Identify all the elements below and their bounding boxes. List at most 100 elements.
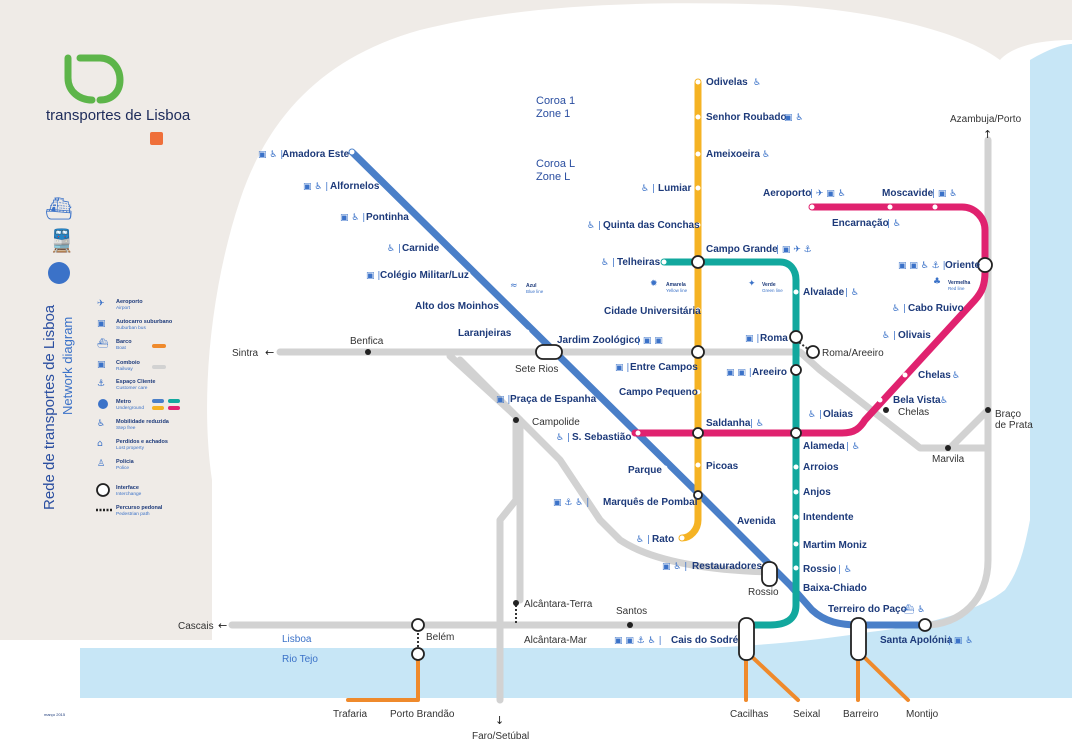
zone-coroaL: Coroa L xyxy=(536,158,575,170)
bus-icon: ▣ ♿ | xyxy=(258,150,283,160)
wheelchair-icon: | ♿ xyxy=(750,419,764,429)
interchange-roma-areeiro xyxy=(806,345,820,359)
metro-line-yellow[interactable] xyxy=(678,78,702,542)
label-baixa-chiado: Baixa-Chiado xyxy=(803,583,867,594)
label-aeroporto: Aeroporto xyxy=(763,188,811,199)
label-trafaria: Trafaria xyxy=(333,709,368,720)
label-marvila: Marvila xyxy=(932,454,965,465)
legend-train-icon: ▣ xyxy=(97,360,106,370)
wheelchair-icon: ♿ | xyxy=(636,535,650,545)
airplane-icon: | ✈ ▣ ♿ xyxy=(810,189,846,199)
label-rossio: Rossio xyxy=(803,564,836,575)
label-roma: Roma xyxy=(760,333,788,344)
interchanges[interactable] xyxy=(411,255,993,661)
legend-label-7: Perdidos e achados xyxy=(116,439,168,445)
metro-m-icon xyxy=(150,132,163,145)
label-bela-vista: Bela Vista xyxy=(893,395,941,406)
label-oriente: Oriente xyxy=(945,260,980,271)
interchange-alameda xyxy=(790,427,802,439)
metro-line-red[interactable] xyxy=(631,203,989,437)
legend: ✈ Aeroporto Airport ▣ Autocarro suburban… xyxy=(96,299,180,517)
legend-en-7: Lost property xyxy=(116,445,145,451)
label-senhor-roubado: Senhor Roubado xyxy=(706,112,787,123)
label-laranjeiras: Laranjeiras xyxy=(458,328,512,339)
legend-en-2: Boat xyxy=(116,345,127,351)
legend-label-9: Interface xyxy=(116,485,139,491)
label-telheiras: Telheiras xyxy=(617,257,661,268)
interchange-terreiro-paco xyxy=(850,617,867,661)
label-rato: Rato xyxy=(652,534,674,545)
label-saldanha: Saldanha xyxy=(706,418,751,429)
zone-coroa1: Coroa 1 xyxy=(536,95,575,107)
legend-metro-icon xyxy=(98,399,108,409)
label-chelas: Chelas xyxy=(918,370,951,381)
badge-vermelha-en: Red line xyxy=(948,286,965,291)
legend-boat-icon: ⛴ xyxy=(97,338,109,349)
bus-icon: ▣ ♿ | xyxy=(340,213,365,223)
rail-network xyxy=(228,136,992,704)
bus-icon: ▣ | xyxy=(366,271,380,281)
legend-en-4: Customer care xyxy=(116,385,148,391)
badge-verde-icon: ✦ xyxy=(748,279,756,289)
legend-en-5: Underground xyxy=(116,405,144,411)
bus-icon: ▣ ⚓ ♿ | xyxy=(553,498,589,508)
label-santos: Santos xyxy=(616,606,647,617)
station-dots xyxy=(349,79,953,571)
label-entre-campos: Entre Campos xyxy=(630,362,698,373)
wheelchair-icon: | ♿ xyxy=(838,565,852,575)
badge-vermelha-label: Vermelha xyxy=(948,280,970,286)
badge-verde-en: Green line xyxy=(762,288,783,293)
label-santa-apolonia: Santa Apolónia xyxy=(880,635,953,646)
interchange-saldanha xyxy=(692,427,704,439)
south-bank xyxy=(0,698,1072,746)
title-main: Rede de transportes de Lisboa xyxy=(41,304,58,510)
label-olaias: Olaias xyxy=(823,409,853,420)
rail-rossio xyxy=(456,356,774,576)
wheelchair-icon: ♿ | xyxy=(387,244,401,254)
arrow-cascais-icon: ← xyxy=(218,619,227,632)
train-icon: ▣ ♿ | xyxy=(662,562,687,572)
label-cabo-ruivo: Cabo Ruivo xyxy=(908,303,964,314)
legend-en-3: Railway xyxy=(116,366,133,372)
label-avenida: Avenida xyxy=(737,516,776,527)
wheelchair-icon: ♿ xyxy=(940,396,948,406)
wheelchair-icon: ♿ xyxy=(753,78,761,88)
legend-police-icon: ♙ xyxy=(97,459,105,469)
tl-logo-icon xyxy=(64,54,124,104)
label-pontinha: Pontinha xyxy=(366,212,409,223)
label-campolide: Campolide xyxy=(532,417,580,428)
title-sub: Network diagram xyxy=(60,317,75,415)
interchange-sete-rios xyxy=(535,344,563,360)
label-terreiro-paco: Terreiro do Paço xyxy=(828,604,907,615)
boat-montijo xyxy=(860,653,910,702)
land-mass xyxy=(0,0,1072,640)
label-alameda: Alameda xyxy=(803,441,845,452)
label-cacilhas: Cacilhas xyxy=(730,709,768,720)
label-restauradores: Restauradores xyxy=(692,561,762,572)
train-icon: | ▣ ♿ xyxy=(948,636,973,646)
interchange-areeiro xyxy=(790,364,802,376)
direction-arrows: ← ← ↑ ↓ xyxy=(218,128,992,727)
legend-airplane-icon: ✈ xyxy=(97,299,105,309)
footer-code: março 2015 xyxy=(44,712,66,717)
label-chelas-rail: Chelas xyxy=(898,407,929,418)
label-campo-pequeno: Campo Pequeno xyxy=(619,387,698,398)
legend-label-0: Aeroporto xyxy=(116,299,143,305)
legend-en-1: Suburban bus xyxy=(116,325,146,331)
interchange-santa-apolonia xyxy=(918,618,932,632)
wheelchair-icon: ♿ | xyxy=(601,258,615,268)
label-jardim-zoologico: Jardim Zoológico xyxy=(557,335,640,346)
wheelchair-icon: ♿ xyxy=(762,150,770,160)
legend-label-3: Comboio xyxy=(116,360,140,366)
interchange-rossio xyxy=(761,561,778,587)
label-ameixoeira: Ameixoeira xyxy=(706,149,760,160)
label-barreiro: Barreiro xyxy=(843,709,879,720)
interchange-s-sebastiao-mark xyxy=(635,430,641,436)
legend-label-10: Percurso pedonal xyxy=(116,505,163,511)
badge-azul-en: Blue line xyxy=(526,289,544,294)
interchange-belem-boat xyxy=(411,647,425,661)
legend-en-9: Interchange xyxy=(116,491,142,497)
label-amadora-este: Amadora Este xyxy=(282,149,350,160)
boat-routes xyxy=(346,653,910,702)
metro-line-green[interactable] xyxy=(660,258,800,629)
